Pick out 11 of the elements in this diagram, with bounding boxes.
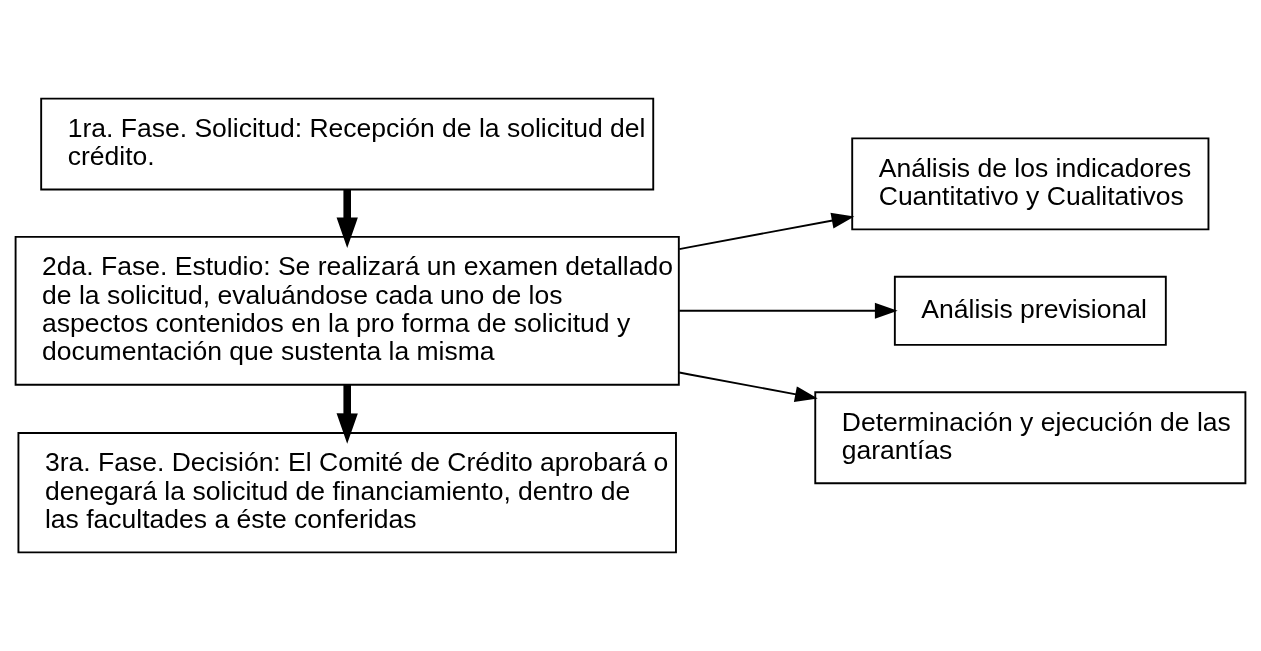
node-box: Análisis previsional: [893, 275, 1167, 346]
node-box: Determinación y ejecución de las garantías: [814, 391, 1247, 485]
node-box: Análisis de los indicadores Cuantitativo y Cualitativos: [851, 137, 1210, 231]
node-box: 1ra. Fase. Solicitud: Recepción de la solicitud del crédito.: [40, 97, 655, 191]
node-box: 3ra. Fase. Decisión: El Comité de Crédito aprobará o denegará la solicitud de financiamiento, dentro de las facultades a éste conferidas: [17, 432, 677, 554]
arrow: [678, 302, 898, 319]
arrow: [336, 384, 358, 444]
node-box: 2da. Fase. Estudio: Se realizará un examen detallado de la solicitud, evaluándose cada uno de los aspectos contenidos en la pro forma de solicitud y documentación que sustenta la misma: [14, 235, 680, 386]
arrow: [336, 189, 358, 249]
arrow: [678, 371, 818, 403]
arrow: [678, 212, 855, 251]
